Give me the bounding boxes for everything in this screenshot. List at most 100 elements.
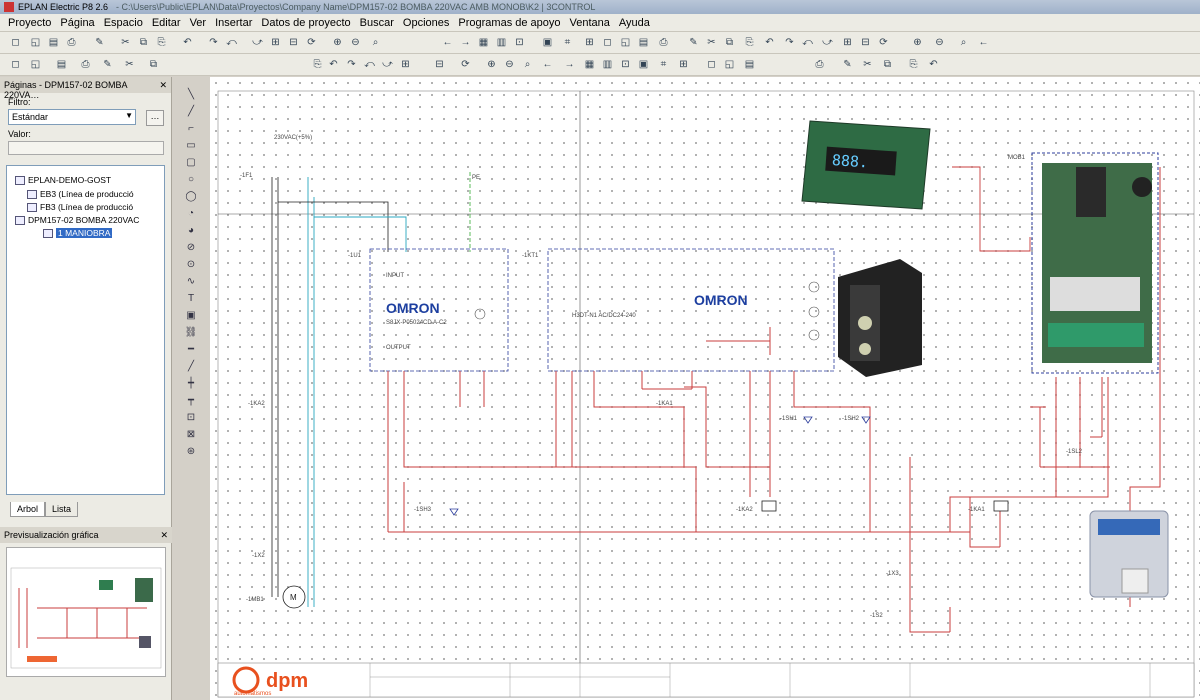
main-tool-icon-20[interactable]: → (460, 37, 471, 48)
main-tool-icon-4[interactable]: ⎙ (67, 37, 76, 48)
secondary-tool-icon-22[interactable]: ▥ (602, 59, 613, 70)
draw-tool-icon-6[interactable]: ○ (187, 174, 195, 185)
main-tool-icon-29[interactable]: ▤ (638, 37, 649, 48)
secondary-tool-icon-31[interactable]: ✎ (843, 59, 852, 70)
main-tool-icon-1[interactable]: ◻ (11, 37, 20, 48)
secondary-tool-icon-2[interactable]: ◱ (30, 59, 41, 70)
menu-ver[interactable]: Ver (189, 16, 207, 29)
main-tool-icon-17[interactable]: ⊖ (351, 37, 360, 48)
main-tool-icon-34[interactable]: ⎘ (745, 37, 754, 48)
draw-tool-icon-21[interactable]: ⊠ (186, 429, 196, 440)
draw-tool-icon-16[interactable]: ━ (187, 344, 195, 355)
draw-tool-icon-17[interactable]: ╱ (187, 361, 195, 372)
menu-datos-de-proyecto[interactable]: Datos de proyecto (261, 16, 351, 29)
menu-programas-de-apoyo[interactable]: Programas de apoyo (458, 16, 561, 29)
close-icon[interactable]: ✕ (159, 80, 167, 90)
menu-ayuda[interactable]: Ayuda (618, 16, 650, 29)
tab-lista[interactable]: Lista (45, 502, 79, 517)
main-tool-icon-40[interactable]: ⊟ (861, 37, 870, 48)
draw-tool-icon-10[interactable]: ⊘ (186, 242, 196, 253)
draw-tool-icon-15[interactable]: ⛓ (184, 327, 198, 338)
tree-item[interactable]: EPLAN-DEMO-GOST (15, 174, 111, 186)
draw-tool-icon-9[interactable]: ◕ (187, 225, 195, 236)
secondary-tool-icon-8[interactable]: ⎘ (313, 59, 322, 70)
main-tool-icon-15[interactable]: ⟳ (307, 37, 316, 48)
menu-opciones[interactable]: Opciones (402, 16, 450, 29)
draw-tool-icon-11[interactable]: ⊙ (186, 259, 196, 270)
main-tool-icon-43[interactable]: ⊖ (935, 37, 944, 48)
main-tool-icon-44[interactable]: ⌕ (960, 37, 967, 48)
main-tool-icon-42[interactable]: ⊕ (913, 37, 922, 48)
secondary-tool-icon-4[interactable]: ⎙ (81, 59, 90, 70)
schematic-canvas[interactable]: 230VAC(+5%) -1F1 PE -1U1 INPUT OMRON S8J… (210, 77, 1200, 700)
filter-options-button[interactable]: … (146, 110, 164, 126)
draw-tool-icon-14[interactable]: ▣ (186, 310, 196, 321)
menu-buscar[interactable]: Buscar (359, 16, 394, 29)
secondary-tool-icon-32[interactable]: ✂ (863, 59, 872, 70)
secondary-tool-icon-35[interactable]: ↶ (929, 59, 938, 70)
main-tool-icon-38[interactable]: ⤻ (822, 37, 833, 48)
value-field[interactable] (8, 141, 164, 155)
main-tool-icon-14[interactable]: ⊟ (289, 37, 298, 48)
secondary-tool-icon-34[interactable]: ⎘ (909, 59, 918, 70)
secondary-tool-icon-24[interactable]: ▣ (638, 59, 649, 70)
main-tool-icon-36[interactable]: ↷ (785, 37, 794, 48)
draw-tool-icon-12[interactable]: ∿ (186, 276, 196, 287)
main-tool-icon-27[interactable]: ◻ (603, 37, 612, 48)
main-tool-icon-41[interactable]: ⟳ (879, 37, 888, 48)
main-tool-icon-7[interactable]: ⧉ (139, 37, 148, 48)
secondary-tool-icon-7[interactable]: ⧉ (149, 59, 158, 70)
secondary-tool-icon-30[interactable]: ⎙ (815, 59, 824, 70)
secondary-tool-icon-6[interactable]: ✂ (125, 59, 134, 70)
main-tool-icon-5[interactable]: ✎ (95, 37, 104, 48)
secondary-tool-icon-16[interactable]: ⊕ (487, 59, 496, 70)
draw-tool-icon-5[interactable]: ▢ (186, 157, 196, 168)
secondary-tool-icon-1[interactable]: ◻ (11, 59, 20, 70)
draw-tool-icon-19[interactable]: ┯ (187, 395, 195, 406)
secondary-tool-icon-17[interactable]: ⊖ (505, 59, 514, 70)
main-tool-icon-9[interactable]: ↶ (183, 37, 192, 48)
secondary-tool-icon-19[interactable]: ← (542, 59, 553, 70)
main-tool-icon-33[interactable]: ⧉ (725, 37, 734, 48)
main-tool-icon-32[interactable]: ✂ (707, 37, 716, 48)
main-tool-icon-10[interactable]: ↷ (209, 37, 218, 48)
secondary-tool-icon-25[interactable]: ⌗ (660, 59, 667, 70)
menu-editar[interactable]: Editar (151, 16, 181, 29)
secondary-tool-icon-21[interactable]: ▦ (584, 59, 595, 70)
secondary-tool-icon-9[interactable]: ↶ (329, 59, 338, 70)
main-tool-icon-13[interactable]: ⊞ (271, 37, 280, 48)
secondary-tool-icon-33[interactable]: ⧉ (883, 59, 892, 70)
main-tool-icon-30[interactable]: ⎙ (659, 37, 668, 48)
secondary-tool-icon-27[interactable]: ◻ (707, 59, 716, 70)
tree-item[interactable]: DPM157-02 BOMBA 220VAC (15, 214, 139, 226)
main-tool-icon-35[interactable]: ↶ (765, 37, 774, 48)
main-tool-icon-19[interactable]: ← (442, 37, 453, 48)
secondary-tool-icon-26[interactable]: ⊞ (679, 59, 688, 70)
secondary-tool-icon-10[interactable]: ↷ (347, 59, 356, 70)
draw-tool-icon-1[interactable]: ╲ (187, 89, 195, 100)
draw-tool-icon-3[interactable]: ⌐ (188, 123, 194, 134)
tree-item[interactable]: EB3 (Línea de producció (27, 188, 134, 200)
draw-tool-icon-2[interactable]: ╱ (187, 106, 195, 117)
main-tool-icon-26[interactable]: ⊞ (585, 37, 594, 48)
tab-arbol[interactable]: Arbol (10, 502, 46, 517)
draw-tool-icon-18[interactable]: ┿ (187, 378, 195, 389)
secondary-tool-icon-14[interactable]: ⊟ (435, 59, 444, 70)
secondary-tool-icon-28[interactable]: ◱ (724, 59, 735, 70)
main-tool-icon-21[interactable]: ▦ (478, 37, 489, 48)
draw-tool-icon-8[interactable]: ◔ (187, 208, 195, 219)
main-tool-icon-45[interactable]: ← (978, 37, 989, 48)
tree-item[interactable]: 1 MANIOBRA (43, 227, 113, 239)
draw-tool-icon-22[interactable]: ⊛ (186, 446, 196, 457)
menu-ventana[interactable]: Ventana (569, 16, 610, 29)
close-icon[interactable]: ✕ (160, 530, 168, 540)
secondary-tool-icon-12[interactable]: ⤻ (382, 59, 393, 70)
menu-espacio[interactable]: Espacio (103, 16, 143, 29)
secondary-tool-icon-3[interactable]: ▤ (56, 59, 67, 70)
main-tool-icon-39[interactable]: ⊞ (843, 37, 852, 48)
main-tool-icon-6[interactable]: ✂ (121, 37, 130, 48)
secondary-tool-icon-13[interactable]: ⊞ (401, 59, 410, 70)
main-tool-icon-8[interactable]: ⎘ (157, 37, 166, 48)
secondary-tool-icon-29[interactable]: ▤ (744, 59, 755, 70)
main-tool-icon-18[interactable]: ⌕ (372, 37, 379, 48)
